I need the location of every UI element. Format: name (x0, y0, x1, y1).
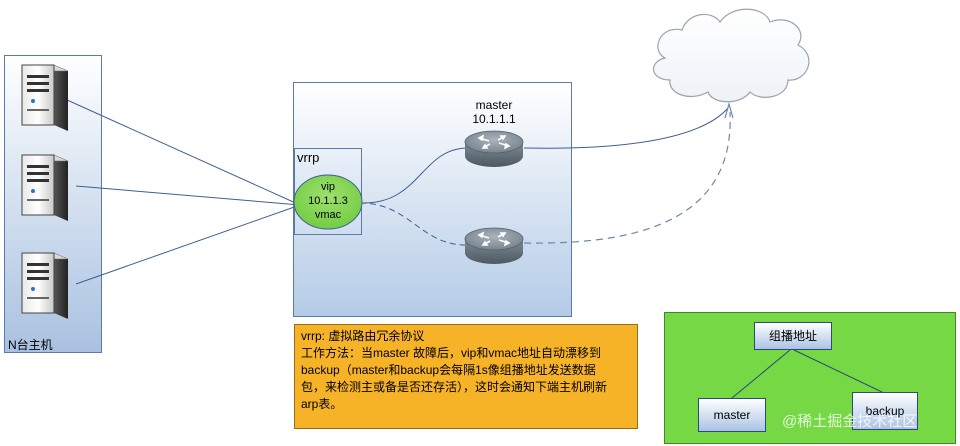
note-line: vrrp: 虚拟路由冗余协议 (301, 329, 425, 343)
vip-address: 10.1.1.3 (308, 195, 348, 207)
cloud-arrowhead (724, 101, 734, 119)
backup-router-icon (464, 227, 524, 264)
internet-cloud-icon (653, 8, 810, 103)
vmac-line: vmac (314, 209, 342, 221)
link-vip-master (359, 147, 467, 204)
server-icon (21, 252, 69, 319)
link-host1-vip (55, 94, 301, 206)
hosts-label: N台主机 (8, 338, 53, 352)
link-host3-vip (75, 204, 301, 285)
vip-label: vip 10.1.1.3 vmac (294, 180, 362, 222)
multicast-backup-box: backup (852, 392, 918, 430)
master-router-label: master 10.1.1.1 (463, 98, 525, 126)
note-line: backup（master和backup会每隔1s像组播地址发送数据 (301, 363, 596, 377)
master-router-ip: 10.1.1.1 (472, 112, 516, 126)
note-line: arp表。 (301, 397, 343, 411)
server-icon (21, 154, 69, 221)
vip-line: vip (320, 181, 336, 193)
link-backup-cloud (523, 111, 731, 244)
watermark: @稀土掘金技术社区 (782, 413, 918, 430)
vrrp-box (294, 148, 362, 235)
link-master-cloud (523, 107, 729, 149)
server-icon (21, 64, 69, 131)
link-vip-backup (359, 202, 467, 246)
vrrp-note-box: vrrp: 虚拟路由冗余协议 工作方法：当master 故障后，vip和vmac… (294, 324, 638, 429)
link-mcast-master (731, 349, 791, 399)
vip-node (293, 174, 363, 230)
link-mcast-backup (793, 349, 883, 393)
note-line: 工作方法：当master 故障后，vip和vmac地址自动漂移到 (301, 346, 602, 360)
note-line: 包，来检测主或备是否还存活），这时会通知下端主机刷新 (301, 380, 608, 394)
multicast-address-box: 组播地址 (754, 322, 832, 350)
master-router-name: master (475, 98, 513, 112)
vrrp-label: vrrp (297, 150, 320, 165)
master-router-icon (464, 130, 524, 167)
multicast-master-box: master (698, 398, 766, 432)
link-host2-vip (75, 185, 301, 206)
